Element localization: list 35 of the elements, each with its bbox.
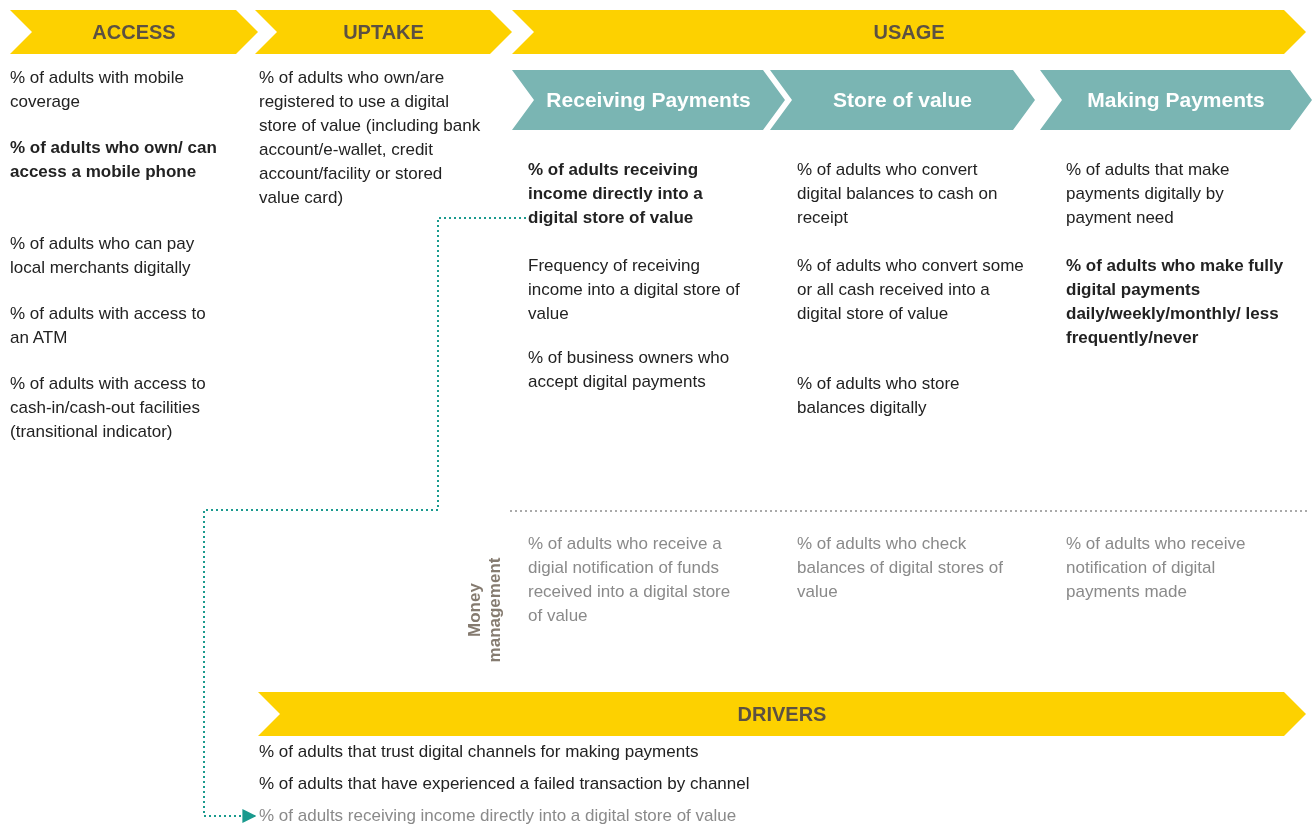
banner-title: DRIVERS	[736, 703, 828, 725]
dotted-arrow	[203, 217, 527, 823]
chevron-banner	[512, 70, 785, 130]
indicator-text: % of adults who can pay local merchants digitally	[10, 233, 196, 279]
indicator-text: % of adults who own/ can access a mobile phone	[10, 137, 218, 183]
banner-title: Receiving Payments	[545, 88, 752, 112]
indicator-text: % of adults who convert some or all cash received into a digital store of value	[797, 255, 1025, 325]
chevron-banner	[255, 10, 512, 54]
banner-title: ACCESS	[91, 21, 177, 43]
indicator-text: % of adults that have experienced a failed transaction by channel	[259, 773, 751, 795]
indicator-text: % of adults receiving income directly into a digital store of value	[528, 158, 743, 230]
indicator-text: % of adults with access to cash-in/cash-out facilities (transitional indicator)	[10, 373, 207, 443]
indicator-text: % of adults who own/are registered to use a digital store of value (including bank account/e-wallet, credit account/facility or stored value card)	[259, 67, 482, 209]
row-label: Money management	[465, 556, 505, 665]
indicator-text: % of business owners who accept digital payments	[528, 347, 731, 393]
indicator-text: % of adults who store balances digitally	[797, 373, 961, 419]
indicator-text: Frequency of receiving income into a digital store of value	[528, 255, 741, 325]
banner-title: USAGE	[872, 21, 946, 43]
indicator-text: % of adults who convert digital balances to cash on receipt	[797, 159, 999, 229]
indicator-text: % of adults with mobile coverage	[10, 67, 185, 113]
indicator-text: % of adults who check balances of digital stores of value	[797, 533, 1004, 603]
banner-title: Store of value	[832, 88, 973, 112]
banner-title: UPTAKE	[342, 21, 425, 43]
indicator-text: % of adults that trust digital channels for making payments	[259, 741, 700, 763]
indicator-text: % of adults who receive notification of digital payments made	[1066, 533, 1247, 603]
indicator-text: % of adults that make payments digitally by payment need	[1066, 159, 1231, 229]
banner-title: Making Payments	[1086, 88, 1266, 112]
chevron-banner	[770, 70, 1035, 130]
indicator-text: % of adults with access to an ATM	[10, 303, 207, 349]
indicator-text: % of adults receiving income directly into a digital store of value	[259, 804, 859, 828]
indicator-text: % of adults who receive a digial notification of funds received into a digital store of value	[528, 533, 732, 627]
chevron-banner	[1040, 70, 1312, 130]
chevron-banner	[258, 692, 1306, 736]
indicator-text: % of adults who make fully digital payments daily/weekly/monthly/ less frequently/never	[1066, 255, 1285, 349]
chevron-banner	[10, 10, 258, 54]
